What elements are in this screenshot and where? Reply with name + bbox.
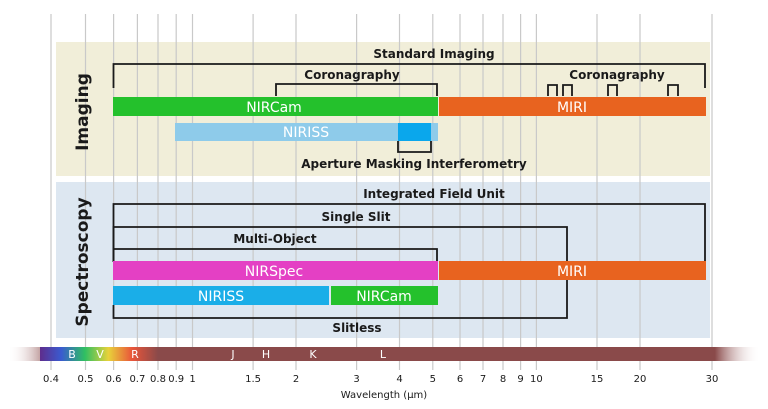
- nircam-spectroscopy-bar: [331, 286, 438, 305]
- niriss-imaging-label: NIRISS: [283, 125, 329, 141]
- band-v: V: [96, 348, 104, 361]
- niriss-spectroscopy-label: NIRISS: [198, 289, 244, 305]
- band-l: L: [380, 348, 387, 361]
- miri-coronagraph-bracket-2: [562, 84, 573, 96]
- slitless-label: Slitless: [332, 321, 381, 335]
- axis-tick-labels: 0.4 0.5 0.6 0.7 0.8 0.9 1 1.5 2 3 4 5 6 …: [43, 374, 718, 385]
- ami-segment: [398, 123, 431, 141]
- tick-label: 1: [189, 374, 195, 385]
- nircam-imaging-label: NIRCam: [246, 100, 302, 116]
- tick-label: 5: [430, 374, 436, 385]
- tick-label: 7: [480, 374, 486, 385]
- tick-label: 0.5: [78, 374, 94, 385]
- nirspec-bar: [113, 261, 438, 280]
- tick-label: 0.4: [43, 374, 59, 385]
- miri-imaging-label: MIRI: [557, 100, 587, 116]
- niriss-imaging-bar: [175, 123, 438, 141]
- tick-label: 0.7: [129, 374, 145, 385]
- tick-label: 3: [353, 374, 359, 385]
- tick-label: 10: [530, 374, 543, 385]
- tick-label: 1.5: [245, 374, 261, 385]
- multi-object-label: Multi-Object: [233, 232, 317, 246]
- standard-imaging-bracket: [112, 63, 706, 88]
- tick-label: 0.9: [168, 374, 184, 385]
- tick-label: 0.6: [106, 374, 122, 385]
- miri-coronagraph-bracket-3: [607, 84, 618, 96]
- imaging-panel-title: Imaging: [73, 73, 93, 151]
- nircam-spectroscopy-label: NIRCam: [356, 289, 412, 305]
- miri-coronagraphy-label: Coronagraphy: [569, 68, 665, 82]
- miri-spectroscopy-bar: [439, 261, 706, 280]
- ami-bracket: [397, 140, 432, 153]
- tick-label: 30: [706, 374, 719, 385]
- single-slit-label: Single Slit: [322, 210, 391, 224]
- miri-spectroscopy-label: MIRI: [557, 264, 587, 280]
- ifu-label: Integrated Field Unit: [363, 187, 505, 201]
- axis-label: Wavelength (µm): [341, 390, 428, 401]
- spectroscopy-panel: [56, 182, 710, 338]
- multi-object-bracket: [112, 248, 438, 262]
- tick-label: 2: [293, 374, 299, 385]
- miri-imaging-bar: [439, 97, 706, 116]
- tick-label: 20: [634, 374, 647, 385]
- tick-label: 9: [517, 374, 523, 385]
- tick-label: 0.8: [150, 374, 166, 385]
- nircam-imaging-bar: [113, 97, 438, 116]
- miri-coronagraph-bracket-1: [547, 84, 558, 96]
- tick-label: 8: [500, 374, 506, 385]
- visible-spectrum-segment: [40, 347, 158, 361]
- tick-label: 4: [396, 374, 402, 385]
- band-b: B: [68, 348, 76, 361]
- miri-coronagraph-bracket-4: [667, 84, 679, 96]
- band-h: H: [262, 348, 270, 361]
- band-r: R: [131, 348, 139, 361]
- single-slit-bracket: [112, 226, 568, 262]
- nirspec-label: NIRSpec: [245, 264, 303, 280]
- ami-label: Aperture Masking Interferometry: [301, 157, 527, 171]
- standard-imaging-label: Standard Imaging: [373, 47, 494, 61]
- band-strip: [8, 347, 760, 361]
- nircam-coronagraphy-bracket: [275, 83, 438, 96]
- niriss-spectroscopy-bar: [113, 286, 329, 305]
- tick-label: 6: [457, 374, 463, 385]
- slitless-bracket: [112, 280, 568, 319]
- tick-label: 15: [591, 374, 604, 385]
- band-j: J: [230, 348, 234, 361]
- spectroscopy-panel-title: Spectroscopy: [73, 197, 93, 326]
- nircam-coronagraphy-label: Coronagraphy: [304, 68, 400, 82]
- band-k: K: [309, 348, 317, 361]
